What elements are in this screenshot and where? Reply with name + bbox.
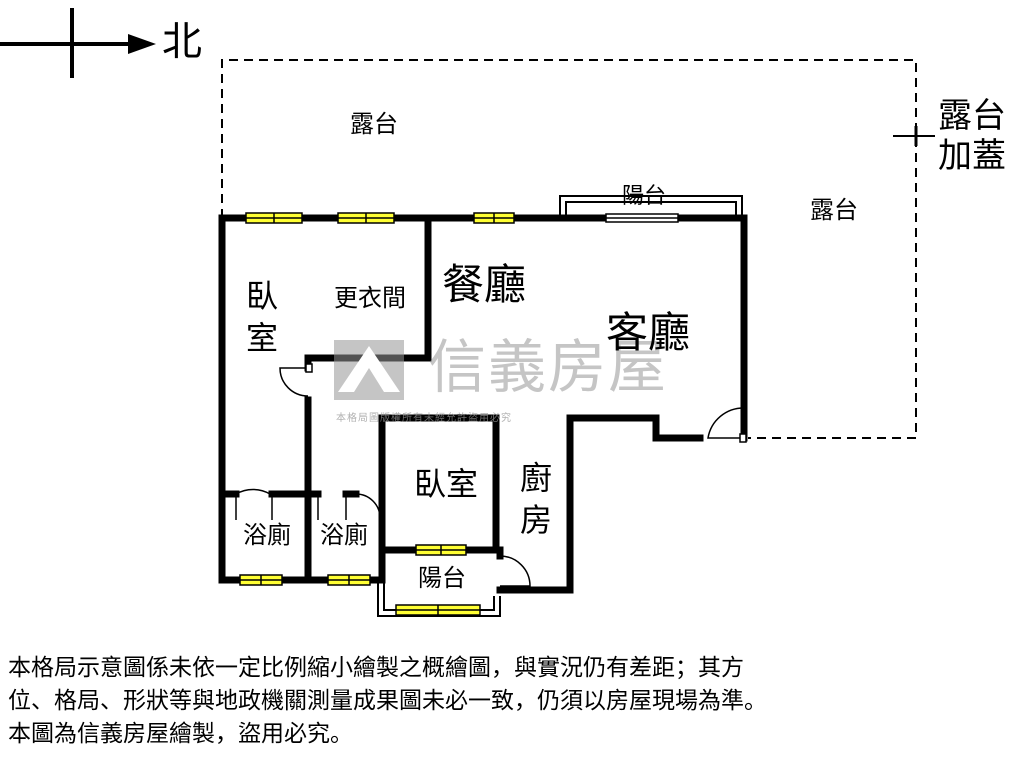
watermark-notice: 本格局圖版權所有未經允許盜用必究 — [336, 413, 512, 424]
watermark-logo-icon — [334, 340, 404, 400]
dressing-room-label: 更衣間 — [334, 284, 406, 312]
bathroom-right-label: 浴廁 — [320, 521, 368, 549]
terrace-boundary — [221, 59, 917, 439]
sliding-door — [605, 213, 679, 223]
disclaimer-line-2: 位、格局、形狀等與地政機關測量成果圖未必一致，仍須以房屋現場為準。 — [8, 688, 767, 714]
terrace-top-label: 露台 — [350, 110, 398, 138]
north-arrow-icon — [0, 8, 156, 78]
door-swings — [235, 363, 747, 587]
bathroom-left-label: 浴廁 — [243, 521, 291, 549]
floor-plan — [0, 8, 935, 617]
windows — [239, 212, 515, 616]
kitchen-label-2: 房 — [520, 501, 553, 539]
bedroom-main-label-2: 室 — [246, 319, 279, 357]
balcony-top-rail — [559, 195, 743, 218]
kitchen-label-1: 廚 — [520, 459, 553, 497]
balcony-bottom-label: 陽台 — [418, 564, 466, 592]
bedroom-small-label: 臥室 — [414, 465, 479, 503]
terrace-addition-line-2: 加蓋 — [938, 136, 1006, 176]
watermark-brand: 信義房屋 — [428, 333, 669, 401]
north-label: 北 — [162, 19, 202, 65]
dining-room-label: 餐廳 — [442, 260, 527, 309]
bedroom-main-label-1: 臥 — [246, 277, 279, 315]
balcony-top-label: 陽台 — [622, 184, 667, 209]
disclaimer-line-3: 本圖為信義房屋繪製，盜用必究。 — [8, 721, 353, 747]
living-room-label: 客廳 — [606, 308, 691, 357]
terrace-addition-label: 露台 加蓋 — [938, 96, 1006, 176]
disclaimer-text: 本格局示意圖係未依一定比例縮小繪製之概繪圖，與實況仍有差距；其方 位、格局、形狀… — [8, 652, 1018, 751]
terrace-right-label: 露台 — [810, 196, 858, 224]
disclaimer-line-1: 本格局示意圖係未依一定比例縮小繪製之概繪圖，與實況仍有差距；其方 — [8, 655, 744, 681]
terrace-addition-line-1: 露台 — [938, 96, 1006, 136]
